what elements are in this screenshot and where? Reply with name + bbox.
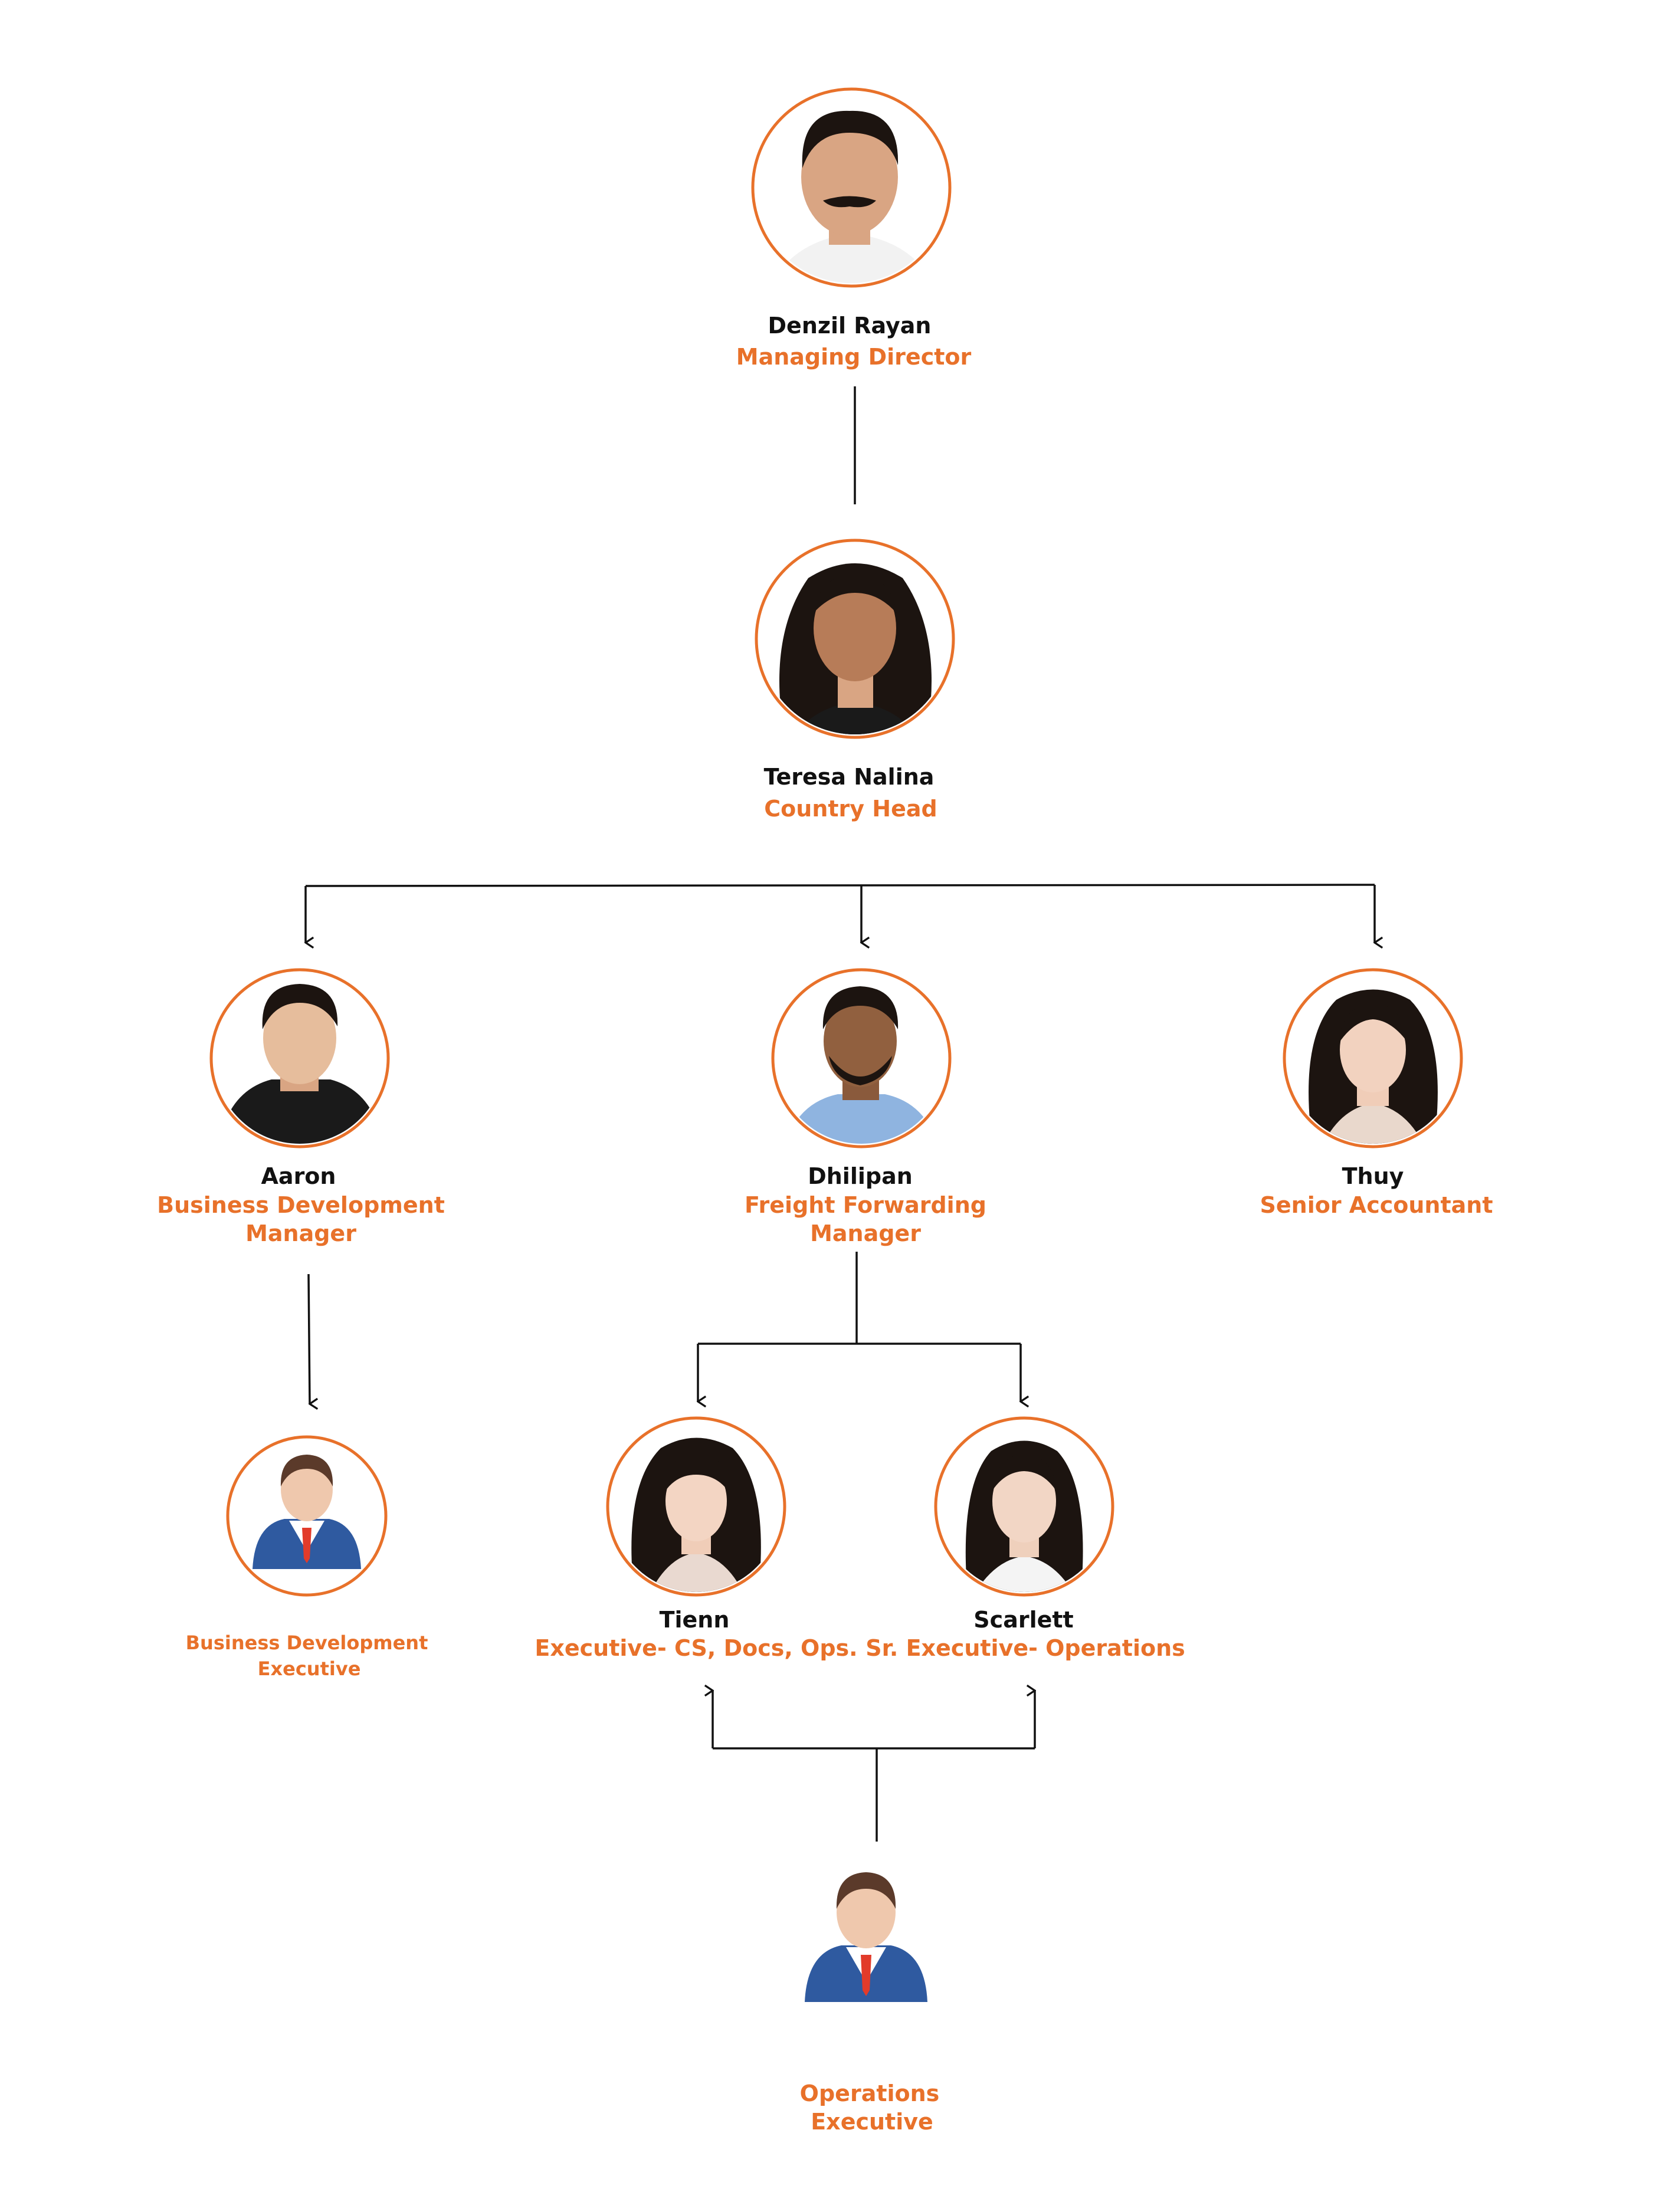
- tienn-name: Tienn: [660, 1607, 730, 1633]
- ops-role-line1: Operations: [800, 2080, 940, 2106]
- scarlett-role: Sr. Executive- Operations: [865, 1635, 1185, 1661]
- node-operations-executive: Operations Executive: [800, 1872, 940, 2135]
- ops-role-line2: Executive: [811, 2109, 933, 2135]
- tienn-photo: [606, 1416, 786, 1597]
- dhilipan-role-line1: Freight Forwarding: [745, 1192, 986, 1218]
- person-placeholder-icon: [253, 1455, 361, 1569]
- connectors: [306, 386, 1375, 1842]
- node-aaron: Aaron Business Development Manager: [157, 968, 445, 1246]
- head-photo: [755, 539, 955, 739]
- dhilipan-photo: [771, 968, 952, 1148]
- node-dhilipan: Dhilipan Freight Forwarding Manager: [745, 968, 986, 1246]
- md-role: Managing Director: [736, 344, 972, 370]
- head-name: Teresa Nalina: [764, 764, 935, 790]
- node-bd-executive: Business Development Executive: [186, 1435, 428, 1680]
- thuy-photo: [1283, 968, 1463, 1148]
- node-country-head: Teresa Nalina Country Head: [755, 539, 955, 822]
- dhilipan-name: Dhilipan: [808, 1163, 913, 1189]
- head-role: Country Head: [764, 796, 937, 822]
- scarlett-name: Scarlett: [973, 1607, 1073, 1633]
- node-managing-director: Denzil Rayan Managing Director: [736, 87, 972, 370]
- aaron-role-line1: Business Development: [157, 1192, 445, 1218]
- md-photo: [751, 87, 952, 288]
- node-thuy: Thuy Senior Accountant: [1260, 968, 1493, 1218]
- arrow-to-bde: [307, 1274, 310, 1404]
- dhilipan-role-line2: Manager: [810, 1220, 921, 1246]
- aaron-name: Aaron: [261, 1163, 336, 1189]
- md-name: Denzil Rayan: [768, 313, 932, 339]
- bde-role-line1: Business Development: [186, 1632, 428, 1654]
- thuy-name: Thuy: [1342, 1163, 1404, 1189]
- person-placeholder-icon: [805, 1872, 927, 2002]
- scarlett-photo: [934, 1416, 1114, 1597]
- aaron-role-line2: Manager: [245, 1220, 356, 1246]
- bde-role-line2: Executive: [258, 1658, 361, 1680]
- aaron-photo: [209, 968, 390, 1148]
- node-tienn: Tienn Executive- CS, Docs, Ops.: [535, 1416, 858, 1661]
- thuy-role: Senior Accountant: [1260, 1192, 1493, 1218]
- head-branch-bar: [305, 884, 1375, 887]
- node-scarlett: Scarlett Sr. Executive- Operations: [865, 1416, 1185, 1661]
- tienn-role: Executive- CS, Docs, Ops.: [535, 1635, 857, 1661]
